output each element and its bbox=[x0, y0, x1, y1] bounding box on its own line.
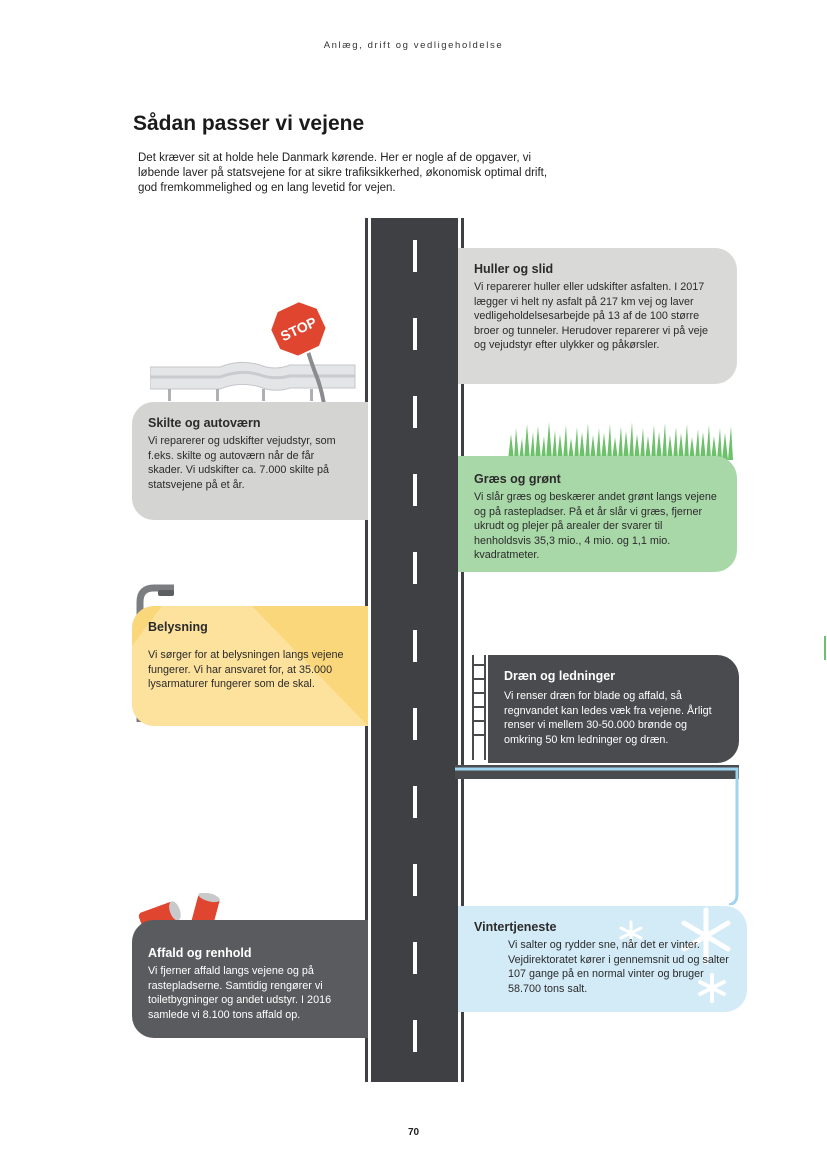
section-belysning: Belysning Vi sørger for at belysningen l… bbox=[132, 606, 368, 726]
drain-pipe-horizontal bbox=[455, 765, 739, 779]
guard-rail-post bbox=[168, 389, 171, 401]
road-lane-dash bbox=[413, 396, 417, 428]
guard-rail-groove bbox=[150, 370, 355, 380]
water-line bbox=[455, 767, 739, 905]
grass-blades bbox=[508, 422, 733, 460]
snowflake-icon bbox=[681, 907, 731, 965]
section-vintertjeneste: Vintertjeneste Vi salter og rydder sne, … bbox=[458, 906, 747, 1012]
section-affald-og-renhold: Affald og renhold Vi fjerner affald lang… bbox=[132, 920, 368, 1038]
section-text: Vi salter og rydder sne, når det er vint… bbox=[508, 939, 729, 995]
lamp-light-beam bbox=[132, 606, 368, 726]
guard-rail-beam bbox=[150, 361, 356, 391]
street-lamp-icon bbox=[136, 584, 174, 722]
lamp-head bbox=[158, 590, 174, 596]
road-lane-dash bbox=[413, 240, 417, 272]
section-text: Vi reparerer huller eller udskifter asfa… bbox=[474, 281, 709, 352]
guard-rail-post bbox=[262, 389, 265, 401]
section-title: Vintertjeneste bbox=[474, 920, 557, 934]
guard-rail-post bbox=[216, 389, 219, 401]
section-title: Skilte og autoværn bbox=[148, 416, 261, 430]
section-title: Belysning bbox=[148, 620, 208, 634]
section-graes-og-groent: Græs og grønt Vi slår græs og beskærer a… bbox=[458, 456, 737, 572]
road bbox=[368, 218, 461, 1082]
road-lane-dash bbox=[413, 552, 417, 584]
section-text: Vi renser dræn for blade og affald, så r… bbox=[504, 690, 712, 746]
section-text: Vi reparerer og udskifter vejudstyr, som… bbox=[148, 435, 336, 491]
section-text: Vi fjerner affald langs vejene og på ras… bbox=[148, 965, 332, 1021]
side-marker bbox=[824, 636, 826, 660]
stop-sign-octagon: STOP bbox=[269, 300, 328, 358]
lamp-pole bbox=[136, 584, 174, 722]
grass-illustration bbox=[508, 422, 733, 460]
snowflake-icon bbox=[619, 920, 643, 946]
section-title: Huller og slid bbox=[474, 262, 554, 276]
road-lane-dash bbox=[413, 708, 417, 740]
road-lane-dash bbox=[413, 942, 417, 974]
page-number: 70 bbox=[407, 1127, 420, 1138]
road-lane-dash bbox=[413, 318, 417, 350]
road-lane-dash bbox=[413, 864, 417, 896]
running-header: Anlæg, drift og vedligeholdelse bbox=[323, 40, 504, 51]
stop-sign-illustration: STOP bbox=[269, 300, 328, 405]
section-title: Affald og renhold bbox=[148, 946, 252, 960]
page-title: Sådan passer vi vejene bbox=[133, 112, 365, 135]
section-title: Græs og grønt bbox=[474, 472, 561, 486]
drain-pipe-illustration bbox=[455, 655, 739, 905]
section-huller-og-slid: Huller og slid Vi reparerer huller eller… bbox=[458, 248, 737, 384]
intro-paragraph: Det kræver sit at holde hele Danmark kør… bbox=[138, 152, 548, 194]
section-title: Dræn og ledninger bbox=[504, 669, 616, 683]
road-lane-dash bbox=[413, 474, 417, 506]
road-lane-dash bbox=[413, 1020, 417, 1052]
section-draen-og-ledninger: Dræn og ledninger Vi renser dræn for bla… bbox=[488, 655, 739, 763]
guard-rail-post bbox=[310, 389, 313, 401]
snowflake-icon bbox=[698, 973, 726, 1003]
road-lane-dash bbox=[413, 786, 417, 818]
guard-rail-illustration bbox=[150, 361, 356, 401]
road-lane-dash bbox=[413, 630, 417, 662]
section-skilte-og-autovaern: Skilte og autoværn Vi reparerer og udski… bbox=[132, 402, 368, 520]
section-text: Vi slår græs og beskærer andet grønt lan… bbox=[474, 491, 717, 562]
section-text: Vi sørger for at belysningen langs vejen… bbox=[148, 649, 344, 691]
